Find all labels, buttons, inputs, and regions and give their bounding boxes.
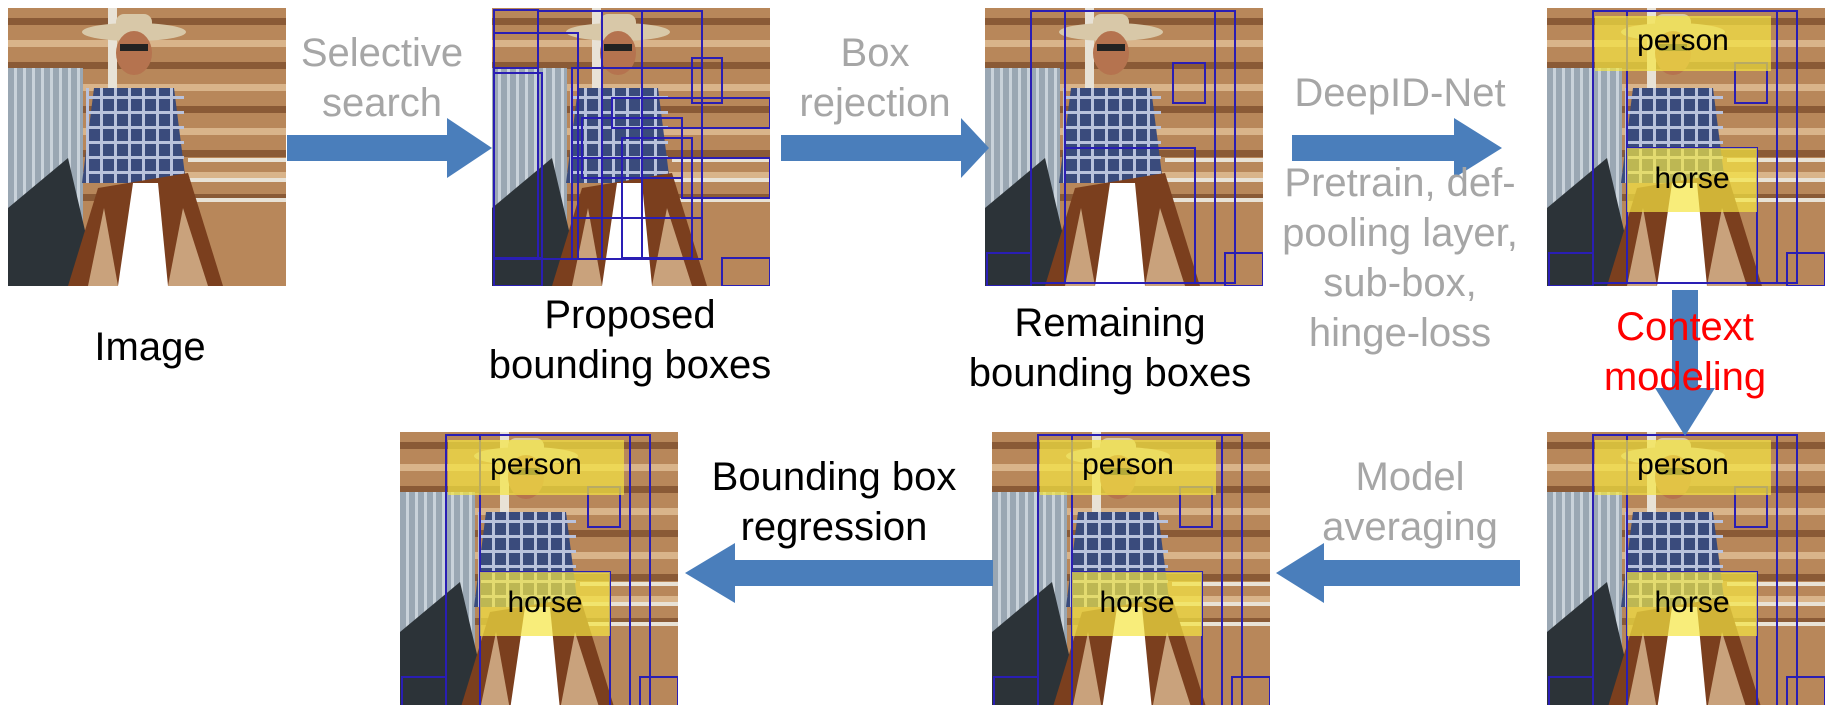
averaged-detections-photo: person horse bbox=[992, 432, 1270, 705]
person-detection-box bbox=[1595, 440, 1771, 495]
bounding-box bbox=[1064, 147, 1196, 284]
bounding-box bbox=[401, 676, 447, 705]
context-modeling-label: Context modeling bbox=[1603, 305, 1767, 399]
cowboy-photo bbox=[8, 8, 286, 286]
horse-detection-label: horse bbox=[1099, 586, 1174, 619]
person-detection-label: person bbox=[490, 448, 582, 481]
arrow-left-icon bbox=[1276, 543, 1520, 603]
person-detection-label: person bbox=[1637, 448, 1729, 481]
regressed-detections-photo: person horse bbox=[400, 432, 678, 705]
arrow-right-icon bbox=[781, 118, 989, 178]
bounding-box bbox=[986, 252, 1032, 286]
regressed-detections-image: person horse bbox=[400, 432, 678, 705]
box-rejection-label: Box rejection bbox=[799, 31, 951, 125]
context-detections-image: person horse bbox=[1547, 432, 1825, 705]
bounding-box bbox=[581, 117, 683, 179]
proposed-boxes-image bbox=[492, 8, 770, 286]
person-detection-box bbox=[1040, 440, 1216, 495]
input-image bbox=[8, 8, 286, 286]
arrow-left-icon bbox=[685, 543, 993, 603]
bounding-box bbox=[1172, 62, 1206, 104]
bounding-box bbox=[1548, 252, 1594, 286]
proposed-label: Proposed bounding boxes bbox=[488, 293, 772, 387]
arrow-down-icon bbox=[1655, 290, 1715, 436]
arrow-right-icon bbox=[1292, 118, 1502, 178]
person-detection-box bbox=[448, 440, 624, 495]
averaged-detections-image: person horse bbox=[992, 432, 1270, 705]
bounding-box bbox=[493, 9, 539, 69]
deepid-detections-photo: person horse bbox=[1547, 8, 1825, 286]
bounding-box bbox=[721, 257, 770, 286]
remaining-boxes-image bbox=[985, 8, 1263, 286]
bounding-box bbox=[1224, 252, 1263, 286]
horse-detection-label: horse bbox=[507, 586, 582, 619]
bounding-box bbox=[621, 137, 693, 259]
bounding-box bbox=[1786, 252, 1825, 286]
horse-detection-box bbox=[1627, 572, 1757, 636]
arrow-right-icon bbox=[287, 118, 492, 178]
deepid-details-label: Pretrain, def-pooling layer, sub-box, hi… bbox=[1282, 161, 1518, 355]
bounding-box bbox=[1548, 676, 1594, 705]
proposed-boxes-photo bbox=[492, 8, 770, 286]
person-detection-box bbox=[1595, 16, 1771, 71]
horse-detection-box bbox=[1627, 148, 1757, 212]
bbox-regression-label: Bounding box regression bbox=[711, 455, 957, 549]
deepid-detections-image: person horse bbox=[1547, 8, 1825, 286]
person-detection-label: person bbox=[1637, 24, 1729, 57]
bounding-box bbox=[571, 67, 703, 219]
horse-detection-label: horse bbox=[1654, 162, 1729, 195]
deepid-net-label: DeepID-Net bbox=[1294, 71, 1506, 115]
horse-detection-box bbox=[480, 572, 610, 636]
bounding-box bbox=[993, 676, 1039, 705]
bounding-box bbox=[691, 57, 723, 104]
image-label: Image bbox=[94, 325, 206, 369]
model-averaging-label: Model averaging bbox=[1322, 455, 1498, 549]
remaining-boxes-photo bbox=[985, 8, 1263, 286]
bounding-box bbox=[1231, 676, 1270, 705]
bounding-box bbox=[639, 676, 678, 705]
bounding-box bbox=[1786, 676, 1825, 705]
selective-search-label: Selective search bbox=[300, 31, 464, 125]
horse-detection-label: horse bbox=[1654, 586, 1729, 619]
person-detection-label: person bbox=[1082, 448, 1174, 481]
bounding-box bbox=[493, 257, 543, 286]
context-detections-photo: person horse bbox=[1547, 432, 1825, 705]
horse-detection-box bbox=[1072, 572, 1202, 636]
remaining-label: Remaining bounding boxes bbox=[968, 301, 1252, 395]
